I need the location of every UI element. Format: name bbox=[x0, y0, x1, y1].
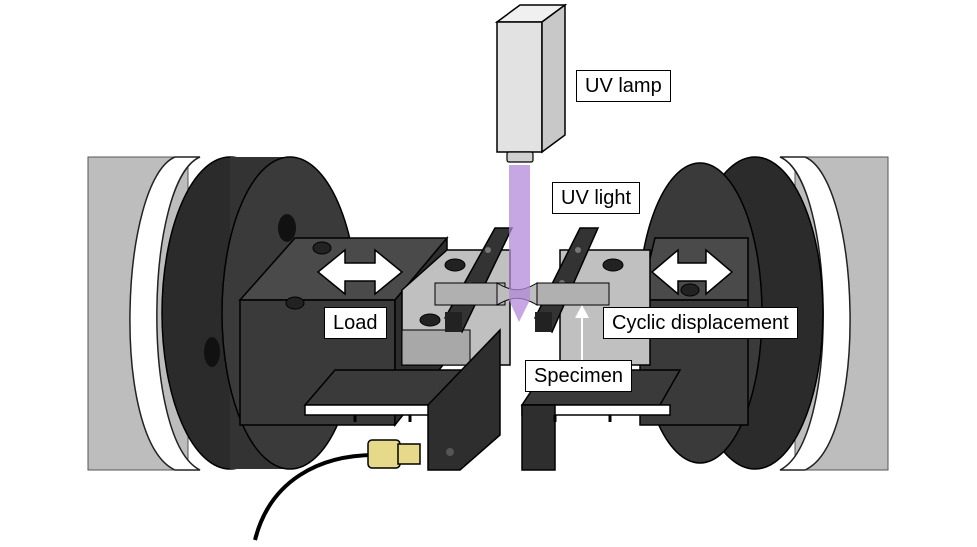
right-bolt-1 bbox=[680, 283, 700, 297]
left-bracket-screw bbox=[446, 448, 454, 456]
uv-lamp-front bbox=[496, 21, 543, 153]
load-label: Load bbox=[324, 307, 387, 339]
left-bracket bbox=[427, 328, 501, 471]
double-arrow-icon bbox=[316, 248, 404, 296]
right-clamp-face bbox=[535, 312, 552, 332]
uv-beam bbox=[509, 165, 530, 322]
cable-assembly bbox=[253, 439, 421, 541]
left-screw-1 bbox=[444, 258, 466, 272]
left-hole bbox=[278, 214, 296, 242]
connector-nut bbox=[397, 443, 421, 465]
uv-lamp-label: UV lamp bbox=[576, 70, 671, 102]
uv-light-label: UV light bbox=[552, 182, 641, 214]
specimen-pointer-head bbox=[575, 305, 589, 318]
uv-lamp-side bbox=[541, 3, 566, 154]
right-frame-ring bbox=[779, 156, 851, 471]
left-bolt-1 bbox=[312, 241, 332, 255]
double-arrow-icon bbox=[650, 248, 734, 296]
left-hole-lower bbox=[204, 337, 220, 367]
connector bbox=[367, 439, 401, 469]
left-frame-ring bbox=[129, 156, 201, 471]
left-clamp-face bbox=[445, 312, 462, 332]
right-bracket bbox=[521, 404, 556, 471]
right-clamp-screw-1 bbox=[575, 247, 581, 253]
uv-lamp-assembly bbox=[494, 3, 568, 322]
specimen-right-shank bbox=[536, 282, 610, 306]
uv-lamp-nozzle bbox=[506, 151, 534, 163]
left-light-block-front bbox=[401, 329, 471, 366]
left-bolt-2 bbox=[285, 296, 305, 310]
cyclic-displacement-label: Cyclic displacement bbox=[603, 307, 798, 339]
specimen-label: Specimen bbox=[525, 360, 632, 392]
right-screw-1 bbox=[602, 258, 624, 272]
cable bbox=[253, 453, 376, 541]
left-clamp-screw-1 bbox=[485, 247, 491, 253]
specimen-left-shank bbox=[434, 282, 506, 306]
left-screw-2 bbox=[419, 313, 441, 327]
